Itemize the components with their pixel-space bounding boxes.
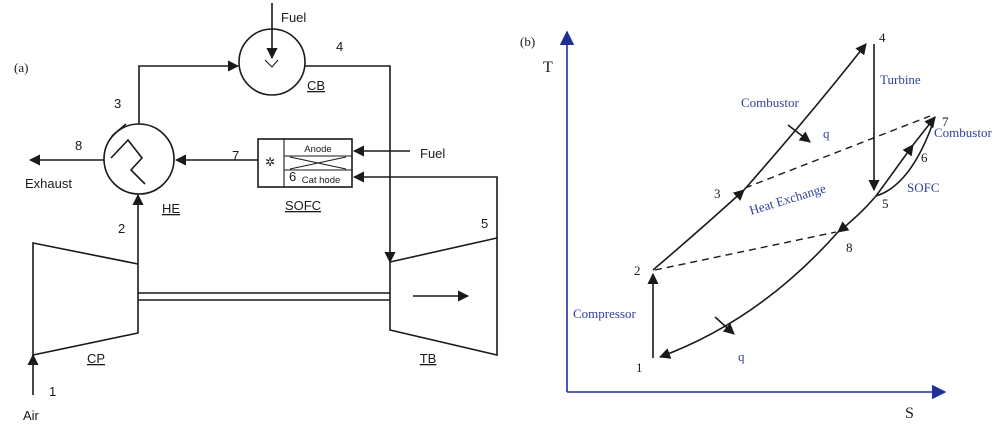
- sofc-electrolyte-cross: [289, 156, 347, 170]
- stream-3-line: [138, 60, 240, 124]
- point-b-8: 8: [846, 240, 853, 255]
- path-6-7: [912, 116, 936, 146]
- fuel-top-label: Fuel: [281, 10, 306, 25]
- q-bottom-label: q: [738, 349, 745, 364]
- panel-a: (a) ✲: [14, 3, 498, 423]
- heat-in-arrow: [787, 124, 811, 143]
- axis-t-label: T: [543, 59, 553, 76]
- point-b-1: 1: [636, 360, 643, 375]
- combustor-label: CB: [307, 78, 325, 93]
- axis-s-label: S: [905, 405, 914, 422]
- combustor-process-label-2: Combustor: [934, 125, 992, 140]
- anode-label: Anode: [304, 144, 331, 155]
- combustor-injector: [264, 59, 279, 68]
- sofc-fan-icon: ✲: [265, 155, 275, 169]
- heat-exchanger-label: HE: [162, 201, 180, 216]
- sofc-label: SOFC: [285, 198, 321, 213]
- compressor-shape: [32, 242, 139, 356]
- panel-a-label: (a): [14, 60, 28, 75]
- stream-5-line: [352, 171, 498, 238]
- heat-exchange-process-label: Heat Exchange: [747, 180, 827, 218]
- point-b-2: 2: [634, 263, 641, 278]
- path-8-1: [658, 231, 839, 359]
- dashed-3-7: [744, 115, 931, 189]
- point-a-6: 6: [289, 169, 296, 184]
- turbine-process-label: Turbine: [880, 72, 921, 87]
- combustor-process-label: Combustor: [741, 95, 799, 110]
- sofc-process-label: SOFC: [907, 180, 940, 195]
- path-5-6: [875, 144, 914, 197]
- point-a-8: 8: [75, 138, 82, 153]
- panel-b: (b) T S Combustor Combustor Turbine Heat…: [520, 30, 992, 422]
- compressor-process-label: Compressor: [573, 306, 637, 321]
- path-2-3: [652, 189, 745, 271]
- q-top-label: q: [823, 126, 830, 141]
- heat-out-arrow: [714, 316, 735, 335]
- point-b-3: 3: [714, 186, 721, 201]
- heat-exchanger-zigzag: [110, 138, 146, 185]
- point-a-5: 5: [481, 216, 488, 231]
- dashed-2-8: [654, 231, 837, 271]
- cathode-label: Cat hode: [302, 175, 341, 186]
- point-b-4: 4: [879, 30, 886, 45]
- compressor-label: CP: [87, 351, 105, 366]
- stream-4-line: [305, 65, 396, 264]
- point-a-7: 7: [232, 148, 239, 163]
- air-label: Air: [23, 408, 40, 423]
- point-b-6: 6: [921, 150, 928, 165]
- exhaust-label: Exhaust: [25, 176, 72, 191]
- turbine-label: TB: [420, 351, 437, 366]
- path-7-8: [837, 116, 936, 233]
- fuel-sofc-label: Fuel: [420, 146, 445, 161]
- point-b-5: 5: [882, 196, 889, 211]
- path-3-4: [743, 43, 867, 191]
- sofc-block: [257, 138, 353, 188]
- point-b-7: 7: [942, 114, 949, 129]
- point-a-4: 4: [336, 39, 343, 54]
- turbine-shape: [389, 237, 498, 357]
- point-a-1: 1: [49, 384, 56, 399]
- point-a-3: 3: [114, 96, 121, 111]
- heat-exchanger-entry: [111, 123, 127, 137]
- panel-b-label: (b): [520, 34, 535, 49]
- point-a-2: 2: [118, 221, 125, 236]
